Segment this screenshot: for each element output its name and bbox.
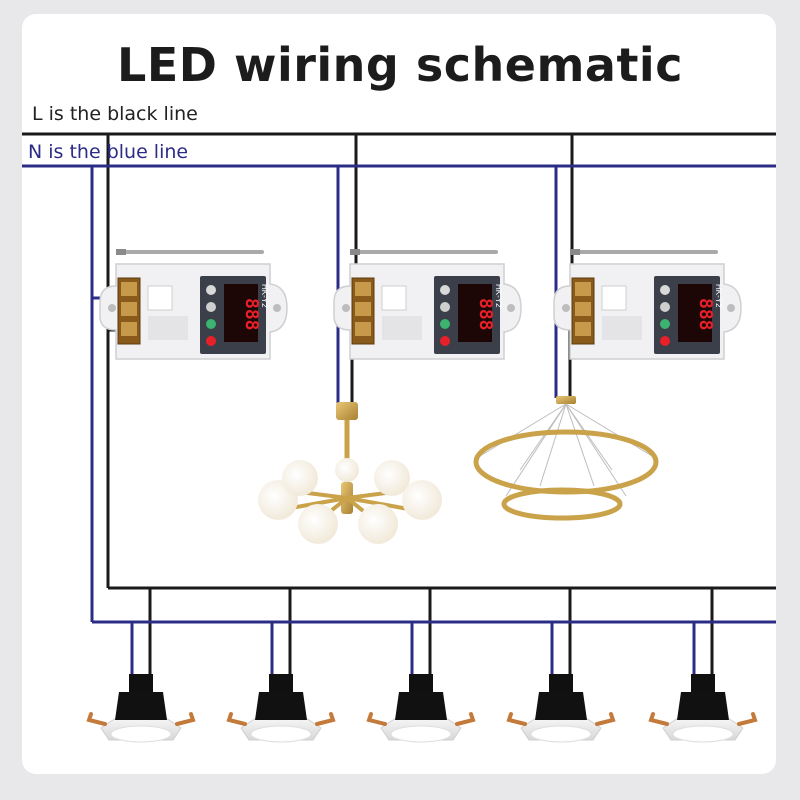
switch-model-label: HK-Y2 xyxy=(260,284,269,308)
diagram-title: LED wiring schematic xyxy=(117,38,683,92)
live-wires xyxy=(22,132,776,680)
switch-digit-display: 888 xyxy=(475,298,496,331)
recessed-downlight-icon xyxy=(649,672,757,744)
globe-chandelier-icon xyxy=(258,402,442,544)
recessed-downlight-icon xyxy=(367,672,475,744)
ring-pendant-lamp-icon xyxy=(473,396,659,521)
recessed-downlight-icon xyxy=(87,672,195,744)
switch-digit-display: 888 xyxy=(695,298,716,331)
recessed-downlight-icon xyxy=(227,672,335,744)
recessed-downlight-icon xyxy=(507,672,615,744)
switch-model-label: HK-Y2 xyxy=(494,284,503,308)
neutral-wires xyxy=(22,164,776,680)
switch-model-label: HK-Y2 xyxy=(714,284,723,308)
wireless-switch-2: HK-Y2 888 xyxy=(334,252,521,359)
neutral-wire-label: N is the blue line xyxy=(28,141,189,163)
wireless-switch-3: HK-Y2 888 xyxy=(554,252,741,359)
live-wire-label: L is the black line xyxy=(32,103,198,125)
diagram-card xyxy=(22,14,776,774)
switch-digit-display: 888 xyxy=(241,298,262,331)
wireless-switch-1: HK-Y2 888 xyxy=(100,252,287,359)
